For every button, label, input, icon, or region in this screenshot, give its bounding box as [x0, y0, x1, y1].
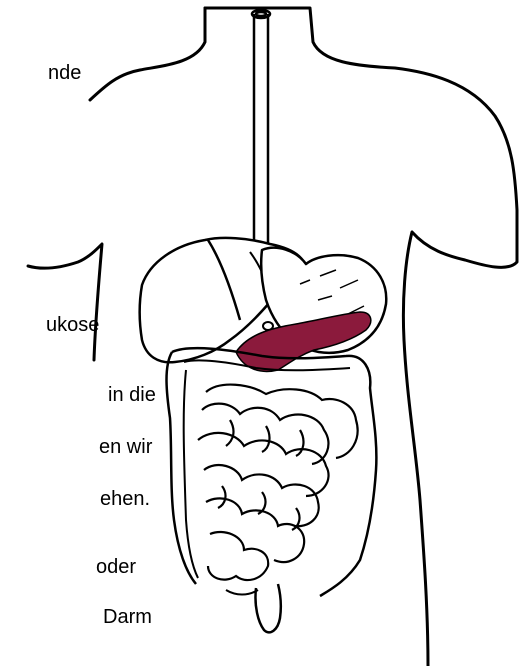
- esophagus: [252, 10, 270, 250]
- small-intestine: [198, 385, 358, 580]
- large-intestine: [167, 348, 377, 596]
- rectum: [255, 584, 280, 632]
